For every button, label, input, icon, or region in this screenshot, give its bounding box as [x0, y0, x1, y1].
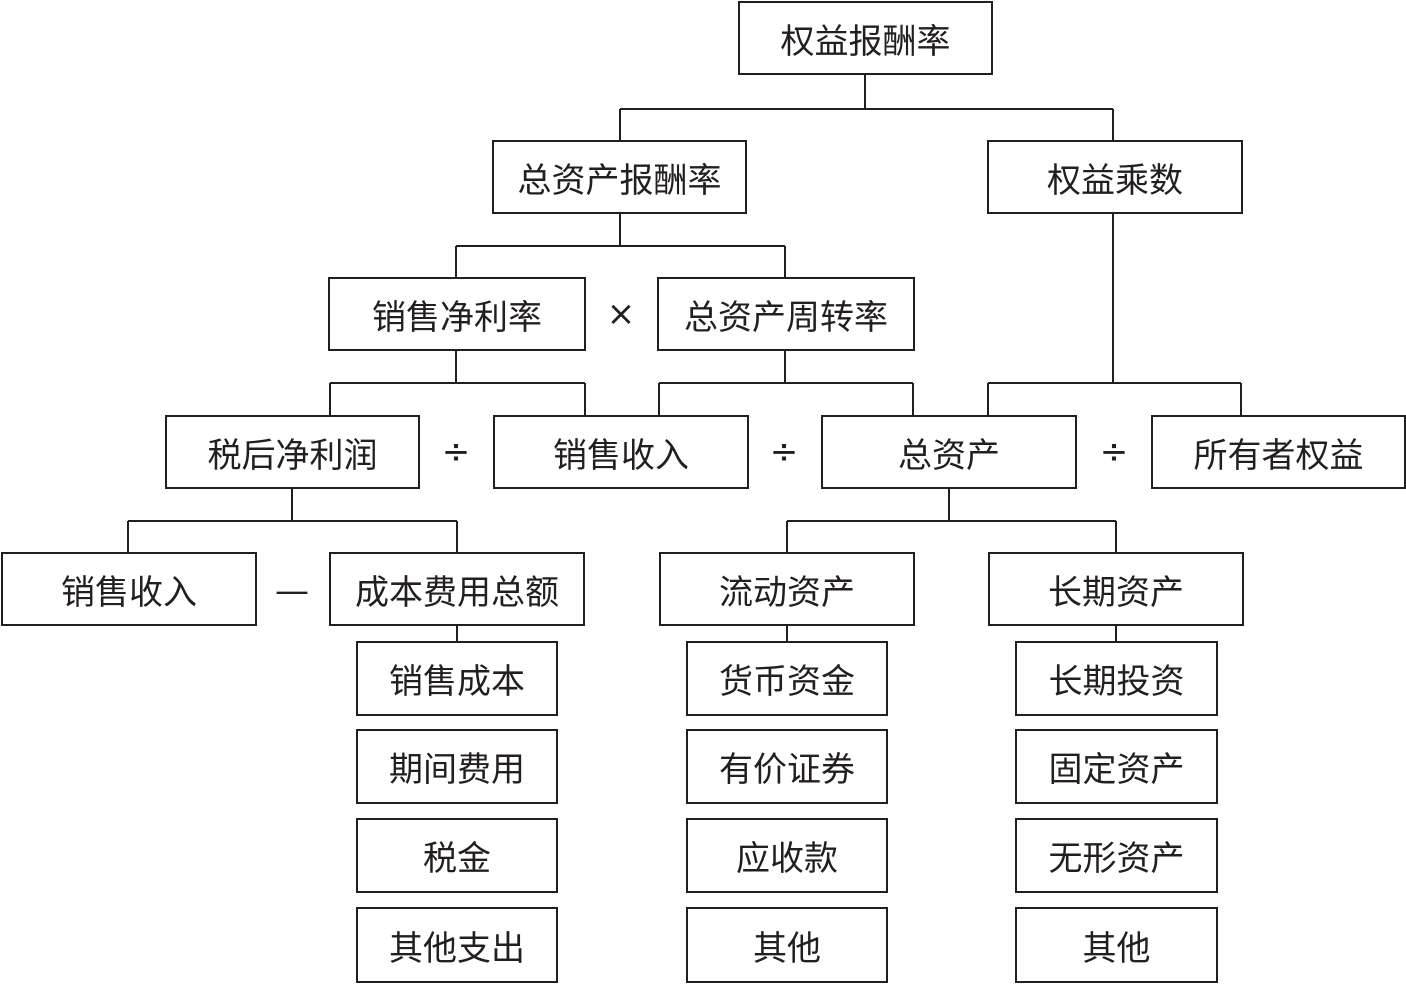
node-return-on-total-assets: 总资产报酬率 [492, 140, 747, 214]
operator-divide: ÷ [769, 432, 799, 472]
cost-item: 期间费用 [356, 729, 558, 804]
node-current-assets: 流动资产 [659, 552, 915, 626]
node-equity-multiplier: 权益乘数 [987, 140, 1243, 214]
long-term-asset-item: 固定资产 [1015, 729, 1218, 804]
cost-item: 其他支出 [356, 907, 558, 983]
node-return-on-equity: 权益报酬率 [738, 1, 993, 75]
node-long-term-assets: 长期资产 [988, 552, 1244, 626]
node-total-asset-turnover: 总资产周转率 [657, 277, 915, 351]
current-asset-item: 应收款 [686, 818, 888, 893]
node-total-assets: 总资产 [821, 415, 1077, 489]
current-asset-item: 有价证券 [686, 729, 888, 804]
node-sales-revenue-detail: 销售收入 [1, 552, 257, 626]
cost-item: 销售成本 [356, 641, 558, 716]
node-total-cost-expense: 成本费用总额 [329, 552, 585, 626]
current-asset-item: 其他 [686, 907, 888, 983]
node-sales-revenue: 销售收入 [493, 415, 749, 489]
long-term-asset-item: 无形资产 [1015, 818, 1218, 893]
long-term-asset-item: 其他 [1015, 907, 1218, 983]
operator-divide: ÷ [1099, 432, 1129, 472]
operator-minus: — [275, 571, 309, 611]
node-owners-equity: 所有者权益 [1151, 415, 1406, 489]
cost-item: 税金 [356, 818, 558, 893]
node-net-income-after-tax: 税后净利润 [165, 415, 420, 489]
operator-divide: ÷ [441, 432, 471, 472]
operator-multiply: × [606, 294, 636, 334]
long-term-asset-item: 长期投资 [1015, 641, 1218, 716]
current-asset-item: 货币资金 [686, 641, 888, 716]
node-net-profit-margin: 销售净利率 [328, 277, 586, 351]
